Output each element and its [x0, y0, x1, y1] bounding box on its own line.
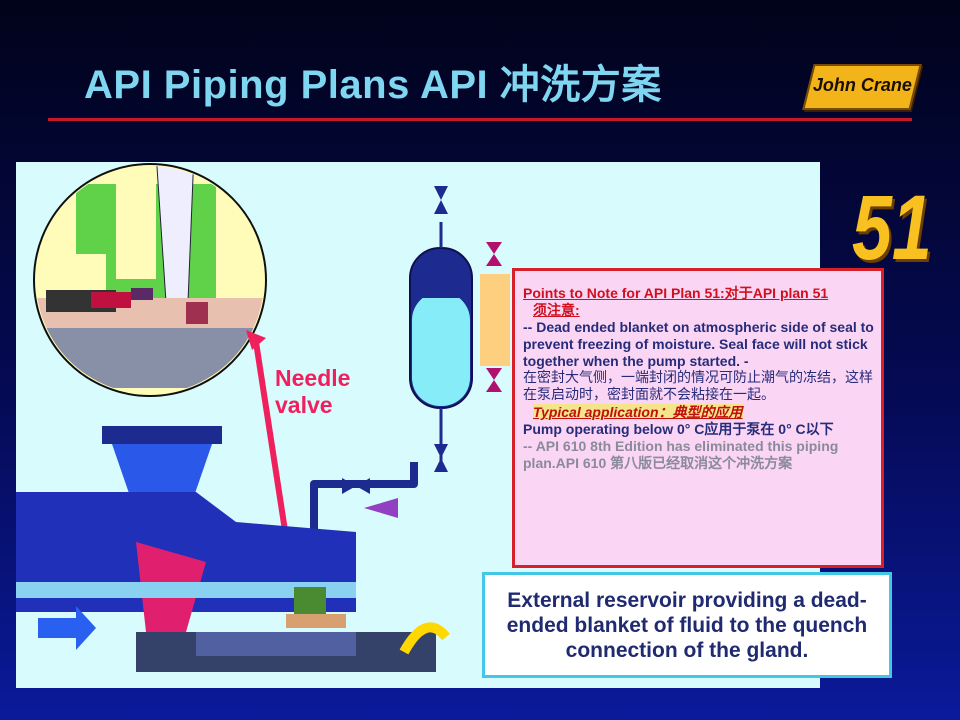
suction-arrow-icon [38, 606, 96, 650]
plan-number: 51 [852, 177, 932, 279]
notes-heading-cont: 须注意: [533, 302, 580, 318]
needle-valve-symbol [342, 478, 356, 494]
notes-box: Points to Note for API Plan 51:对于API pla… [512, 268, 884, 568]
note-item-2: -- API 610 8th Edition has eliminated th… [523, 438, 839, 471]
flow-arrow-left [364, 498, 398, 518]
reservoir-vessel [409, 186, 510, 472]
rotation-arrow-icon [399, 622, 450, 655]
seal-detail-inset [33, 163, 267, 397]
note-item-1-cn: 在密封大气侧，一端封闭的情况可防止潮气的冻结，这样在泵启动时，密封面就不会粘接在… [523, 370, 873, 403]
note-item-1: -- Dead ended blanket on atmospheric sid… [523, 319, 874, 369]
notes-heading: Points to Note for API Plan 51:对于API pla… [523, 285, 829, 301]
plan51-schematic [16, 163, 510, 672]
logo-text: John Crane [812, 75, 912, 95]
pump-body [16, 426, 436, 672]
title-divider [48, 118, 912, 121]
john-crane-logo: John Crane [802, 64, 922, 110]
typical-application-text: Pump operating below 0° C应用于泵在 0° C以下 [523, 421, 834, 437]
needle-valve-label: Needle valve [275, 365, 351, 418]
typical-application-label: Typical application：典型的应用 [533, 404, 743, 420]
reservoir-callout: External reservoir providing a dead-ende… [482, 572, 892, 678]
slide-title: API Piping Plans API 冲洗方案 [84, 63, 662, 107]
